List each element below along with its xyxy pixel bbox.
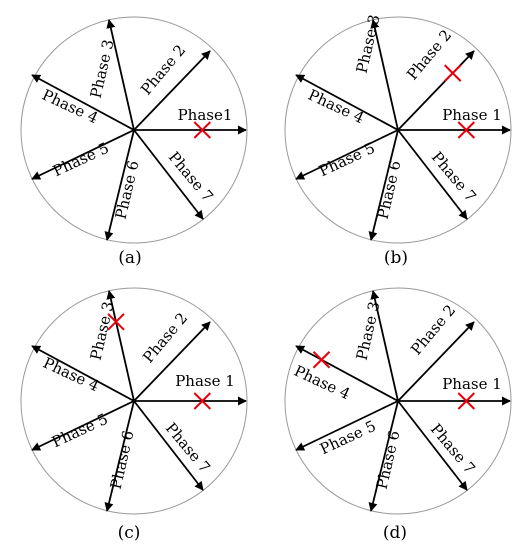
panel-b-label-phase-7: Phase 7 [428,148,480,205]
panel-b-arrow-phase-5 [295,129,399,180]
panel-d-circle [284,287,512,515]
panel-c-arrow-phase-4 [31,345,135,402]
panel-b-arrows [295,19,511,241]
panel-d-arrow-phase-2 [397,321,475,402]
panel-d-fault-mark-phase-4 [312,351,331,369]
panel-a-label-phase-3: Phase 3 [87,38,118,100]
panel-a-label-phase-2: Phase 2 [137,41,189,98]
panel-b-fault-marks [444,64,476,139]
panel-b-arrow-phase-7 [397,129,468,220]
panel-a-fault-mark-phase-1 [193,121,212,139]
panel-b-arrow-phase-6 [368,129,399,241]
panel-b-fault-mark-phase-1 [457,121,476,139]
panel-a: Phase1 Phase 2 Phase 3 Phase 4 Phase 5 P… [20,16,248,268]
panel-d-label-phase-6: Phase 6 [373,429,404,491]
panel-d-arrows [295,290,511,512]
panel-c-arrow-phase-6 [104,400,135,512]
panel-b-label-phase-1: Phase 1 [442,106,502,124]
panel-b: Phase 1 Phase 2 Phase 3 Phase 4 Phase 5 … [284,13,512,268]
panel-a-label-phase-6: Phase 6 [112,159,143,221]
panel-d-arrow-phase-3 [370,290,399,402]
panel-a-arrow-phase-7 [133,129,204,220]
fault-cross-stroke [193,121,212,139]
panel-b-labels: Phase 1 Phase 2 Phase 3 Phase 4 Phase 5 … [305,13,501,221]
panel-c-arrows [31,290,247,512]
panel-a-arrows [31,19,247,241]
panel-d-fault-mark-phase-1 [457,392,476,410]
panel-a-arrow-phase-3 [106,19,135,131]
panel-a-label-phase-1: Phase1 [178,106,233,124]
panel-c-labels: Phase 1 Phase 2 Phase 3 Phase 4 Phase 5 … [40,300,234,491]
panel-a-fault-marks [193,121,212,139]
panel-c-caption: (c) [118,523,141,543]
panel-d-label-phase-5: Phase 5 [317,417,379,458]
fault-cross-stroke [312,351,331,369]
panel-b-arrow-phase-4 [295,74,399,131]
panel-c-circle [20,287,248,515]
fault-cross-stroke [107,313,125,331]
fault-cross-stroke [193,392,212,410]
panel-c-arrow-phase-7 [133,400,204,491]
panel-a-label-phase-5: Phase 5 [50,139,112,180]
panel-c-label-phase-6: Phase 6 [107,429,138,491]
fault-cross-stroke [457,392,476,410]
panel-b-label-phase-4: Phase 4 [305,86,367,127]
panel-d-label-phase-2: Phase 2 [407,301,459,358]
panel-b-circle [284,16,512,244]
panel-b-fault-mark-phase-2 [444,64,462,82]
panel-c-arrow-phase-2 [133,321,211,402]
panel-c-fault-mark-phase-1 [193,392,212,410]
panel-a-circle [20,16,248,244]
panel-d-label-phase-4: Phase 4 [291,362,353,403]
panel-c-fault-marks [107,313,212,410]
panel-a-caption: (a) [118,248,141,268]
panel-b-label-phase-6: Phase 6 [374,159,405,221]
panel-c-arrow-phase-3 [106,290,135,402]
fault-cross-stroke [444,64,462,82]
panel-a-arrow-phase-5 [31,129,135,180]
panel-d-arrow-phase-6 [368,400,399,512]
panel-d-arrow-phase-4 [295,345,399,402]
panel-c-fault-mark-phase-3 [107,313,125,331]
panel-a-arrow-phase-2 [133,50,211,131]
panel-d-caption: (d) [383,523,407,543]
panel-d-arrow-phase-7 [397,400,468,491]
panel-b-arrow-phase-2 [397,50,475,131]
panel-b-label-phase-5: Phase 5 [316,139,378,180]
fault-cross-stroke [457,121,476,139]
panel-c-label-phase-5: Phase 5 [49,410,111,451]
panel-a-arrow-phase-6 [104,129,135,241]
panel-c-arrow-phase-5 [31,400,135,451]
panel-a-label-phase-7: Phase 7 [165,148,217,205]
panel-d: Phase 1 Phase 2 Phase 3 Phase 4 Phase 5 … [284,287,512,543]
panel-b-label-phase-2: Phase 2 [403,26,455,83]
panel-d-label-phase-1: Phase 1 [442,375,502,393]
panel-c-label-phase-3: Phase 3 [87,300,118,362]
panel-c-label-phase-2: Phase 2 [139,309,191,366]
panel-c-label-phase-1: Phase 1 [175,372,235,390]
panel-d-arrow-phase-5 [295,400,399,451]
panel-a-arrow-phase-4 [31,74,135,131]
panel-d-fault-marks [312,351,476,410]
panel-b-arrow-phase-3 [370,19,399,131]
panel-d-label-phase-3: Phase 3 [353,300,384,362]
panel-b-caption: (b) [384,248,408,268]
panel-c: Phase 1 Phase 2 Phase 3 Phase 4 Phase 5 … [20,287,248,543]
